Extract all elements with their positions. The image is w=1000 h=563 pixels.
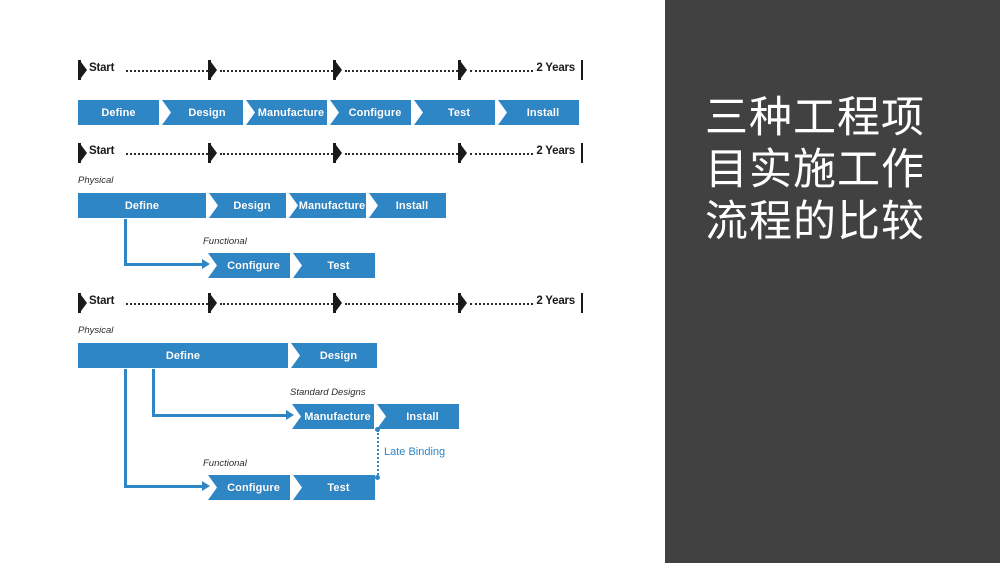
stage-label: Define (124, 199, 160, 212)
late-binding-dotted-line (377, 430, 379, 478)
page-title: 三种工程项目实施工作流程的比较 (705, 93, 925, 247)
stage-label: Install (406, 410, 439, 423)
diagram3-physical-label: Physical (78, 325, 114, 336)
stage-test[interactable]: Test (293, 475, 375, 500)
late-binding-cap-bottom (375, 475, 380, 480)
right-title-panel: 三种工程项目实施工作流程的比较 (665, 0, 1000, 563)
stage-label: Define (165, 349, 201, 362)
timeline-marker-3 (333, 143, 342, 163)
timeline-dots-1 (126, 153, 208, 155)
diagram2-functional-row: Configure Test (208, 253, 378, 278)
timeline-start-label: Start (89, 62, 115, 74)
stage-label: Install (395, 199, 429, 212)
timeline-end-bar (580, 60, 583, 80)
timeline-3: Start 2 Years (78, 293, 583, 315)
timeline-dots-2 (220, 70, 333, 72)
timeline-marker-2 (208, 60, 217, 80)
stage-label: Configure (227, 481, 280, 494)
timeline-2: Start 2 Years (78, 143, 583, 165)
timeline-marker-3 (333, 293, 342, 313)
diagram3-connector-functional-horizontal (124, 485, 205, 488)
late-binding-cap-top (375, 427, 380, 432)
stage-install[interactable]: Install (377, 404, 459, 429)
diagram3-standard-designs-label: Standard Designs (290, 387, 366, 398)
timeline-dots-3 (345, 70, 458, 72)
timeline-marker-3 (333, 60, 342, 80)
timeline-marker-2 (208, 293, 217, 313)
timeline-dots-4 (470, 303, 533, 305)
timeline-dots-1 (126, 303, 208, 305)
timeline-dots-1 (126, 70, 208, 72)
timeline-dots-2 (220, 153, 333, 155)
stage-design[interactable]: Design (162, 100, 243, 125)
timeline-start-marker (78, 143, 87, 163)
stage-label: Test (327, 481, 350, 494)
diagram3-connector-standard-horizontal (152, 414, 289, 417)
stage-manufacture[interactable]: Manufacture (292, 404, 374, 429)
stage-define[interactable]: Define (78, 343, 288, 368)
stage-label: Define (101, 106, 136, 119)
stage-test[interactable]: Test (414, 100, 495, 125)
timeline-dots-3 (345, 303, 458, 305)
stage-label: Test (447, 106, 471, 119)
stage-label: Manufacture (304, 410, 371, 423)
stage-manufacture[interactable]: Manufacture (246, 100, 327, 125)
diagram3-connector-standard-vertical (152, 369, 155, 416)
timeline-1: Start 2 Years (78, 60, 583, 82)
stage-label: Design (319, 349, 358, 362)
diagram3-connector-functional-vertical (124, 369, 127, 488)
timeline-end-label: 2 Years (536, 62, 575, 74)
diagram2-connector-horizontal (124, 263, 205, 266)
diagram2-connector-vertical (124, 219, 127, 266)
timeline-start-label: Start (89, 145, 115, 157)
timeline-dots-4 (470, 70, 533, 72)
timeline-marker-4 (458, 60, 467, 80)
stage-label: Configure (227, 259, 280, 272)
diagrams-area: Start 2 Years Define Design Manufacture … (78, 60, 583, 500)
stage-define[interactable]: Define (78, 100, 159, 125)
diagram2-functional-label: Functional (203, 236, 247, 247)
diagram2-physical-label: Physical (78, 175, 114, 186)
stage-design[interactable]: Design (209, 193, 286, 218)
late-binding-label: Late Binding (384, 446, 446, 458)
timeline-marker-4 (458, 293, 467, 313)
stage-label: Manufacture (298, 199, 366, 212)
stage-install[interactable]: Install (498, 100, 579, 125)
diagram3-connector-functional-arrowhead (202, 481, 210, 491)
timeline-start-marker (78, 293, 87, 313)
diagram3-connector-standard-arrowhead (286, 410, 294, 420)
stage-test[interactable]: Test (293, 253, 375, 278)
timeline-end-bar (580, 143, 583, 163)
stage-manufacture[interactable]: Manufacture (289, 193, 366, 218)
timeline-marker-2 (208, 143, 217, 163)
stage-label: Manufacture (257, 106, 325, 119)
timeline-end-label: 2 Years (536, 295, 575, 307)
timeline-end-label: 2 Years (536, 145, 575, 157)
stage-label: Install (526, 106, 560, 119)
stage-label: Configure (348, 106, 402, 119)
timeline-dots-3 (345, 153, 458, 155)
timeline-start-marker (78, 60, 87, 80)
timeline-dots-2 (220, 303, 333, 305)
timeline-dots-4 (470, 153, 533, 155)
stage-configure[interactable]: Configure (208, 253, 290, 278)
stage-configure[interactable]: Configure (330, 100, 411, 125)
stage-define[interactable]: Define (78, 193, 206, 218)
timeline-end-bar (580, 293, 583, 313)
stage-configure[interactable]: Configure (208, 475, 290, 500)
stage-label: Design (188, 106, 226, 119)
diagram1-stage-row: Define Design Manufacture Configure Test… (78, 100, 579, 125)
diagram3-functional-label: Functional (203, 458, 247, 469)
diagram2-physical-row: Define Design Manufacture Install (78, 193, 462, 218)
timeline-start-label: Start (89, 295, 115, 307)
stage-label: Test (327, 259, 350, 272)
diagram2-connector-arrowhead (202, 259, 210, 269)
timeline-marker-4 (458, 143, 467, 163)
diagram3-physical-row: Define Design (78, 343, 378, 368)
stage-design[interactable]: Design (291, 343, 377, 368)
diagram3-standard-row: Manufacture Install (292, 404, 462, 429)
stage-install[interactable]: Install (369, 193, 446, 218)
stage-label: Design (233, 199, 271, 212)
diagram3-functional-row: Configure Test (208, 475, 378, 500)
